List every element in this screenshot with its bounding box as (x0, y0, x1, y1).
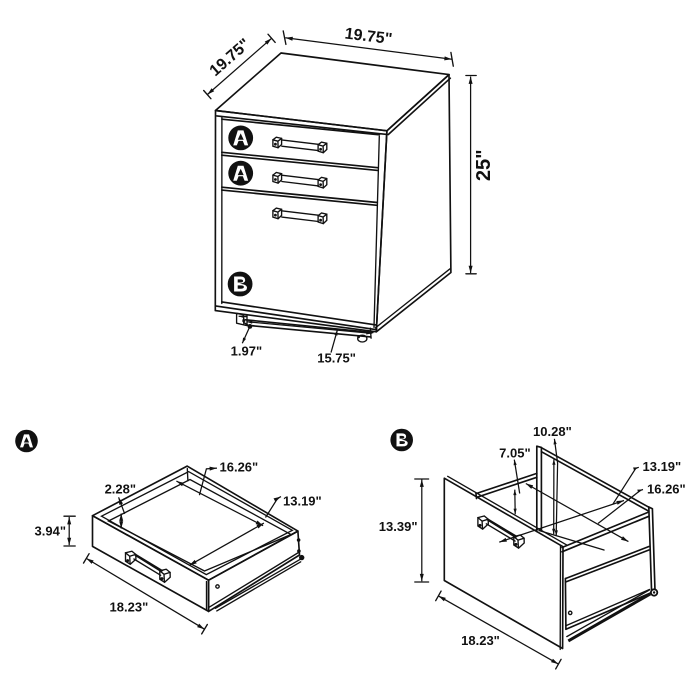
svg-text:19.75": 19.75" (207, 36, 254, 80)
svg-text:3.94": 3.94" (35, 523, 66, 538)
svg-text:16.26": 16.26" (220, 460, 259, 475)
svg-text:15.75": 15.75" (317, 351, 356, 366)
svg-text:18.23": 18.23" (461, 633, 500, 648)
svg-text:13.19": 13.19" (643, 459, 682, 474)
svg-text:7.05": 7.05" (499, 445, 530, 460)
svg-text:2.28": 2.28" (105, 482, 136, 497)
svg-text:19.75": 19.75" (344, 25, 393, 48)
svg-text:1.97": 1.97" (231, 343, 262, 358)
svg-text:16.26": 16.26" (647, 481, 686, 496)
svg-text:10.28": 10.28" (533, 424, 572, 439)
svg-text:13.39": 13.39" (379, 519, 418, 534)
svg-text:18.23": 18.23" (110, 600, 149, 615)
svg-text:13.19": 13.19" (283, 493, 322, 508)
svg-text:25": 25" (473, 149, 495, 181)
